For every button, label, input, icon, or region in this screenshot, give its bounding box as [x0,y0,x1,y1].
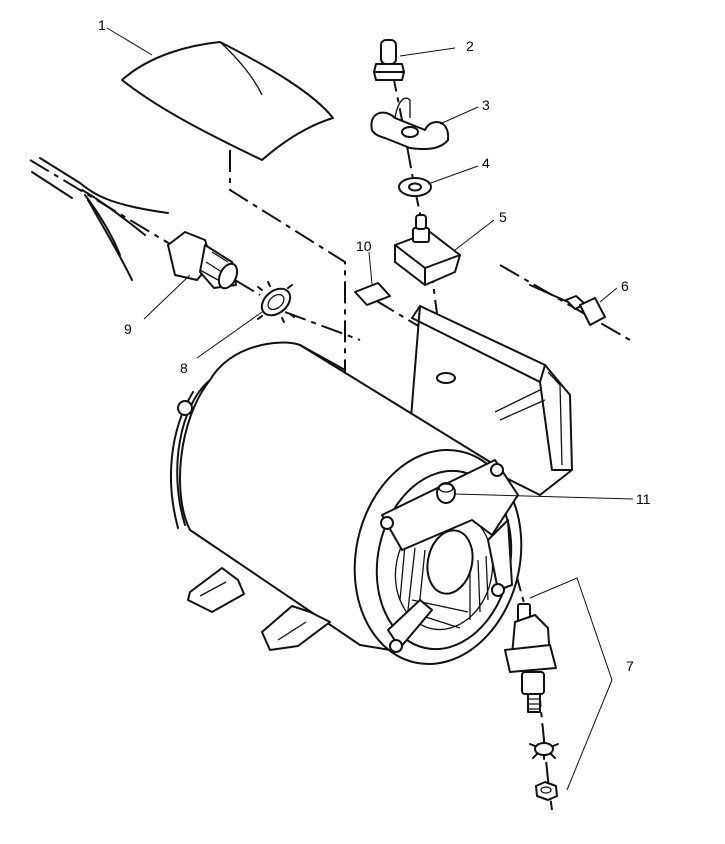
callout-2: 2 [466,38,474,54]
part-8-locknut [257,281,295,323]
part-11-reset-button [436,482,456,504]
callout-4: 4 [482,155,490,171]
callout-1: 1 [98,17,106,33]
callout-7: 7 [626,658,634,674]
callout-8: 8 [180,360,188,376]
part-6-wire-connector [529,284,606,326]
callout-leaders [106,27,634,791]
callout-labels: 1 2 3 4 5 6 7 8 9 10 11 [98,17,651,674]
part-7-thermal-switch-assembly [504,603,559,801]
motor-end-bell [353,448,523,666]
part-1-cover [121,41,334,161]
part-2-toggle-boot [373,39,405,81]
callout-6: 6 [621,278,629,294]
callout-11: 11 [636,491,651,507]
part-10-label [354,282,391,306]
part-3-switch-plate [370,97,450,150]
callout-9: 9 [124,321,132,337]
part-9-cable-connector [167,231,239,290]
part-5-toggle-switch [394,214,461,286]
callout-3: 3 [482,97,490,113]
part-4-washer [398,177,432,197]
motor-feet [187,567,331,651]
callout-5: 5 [499,209,507,225]
power-cable [31,157,169,281]
callout-10: 10 [356,238,372,254]
